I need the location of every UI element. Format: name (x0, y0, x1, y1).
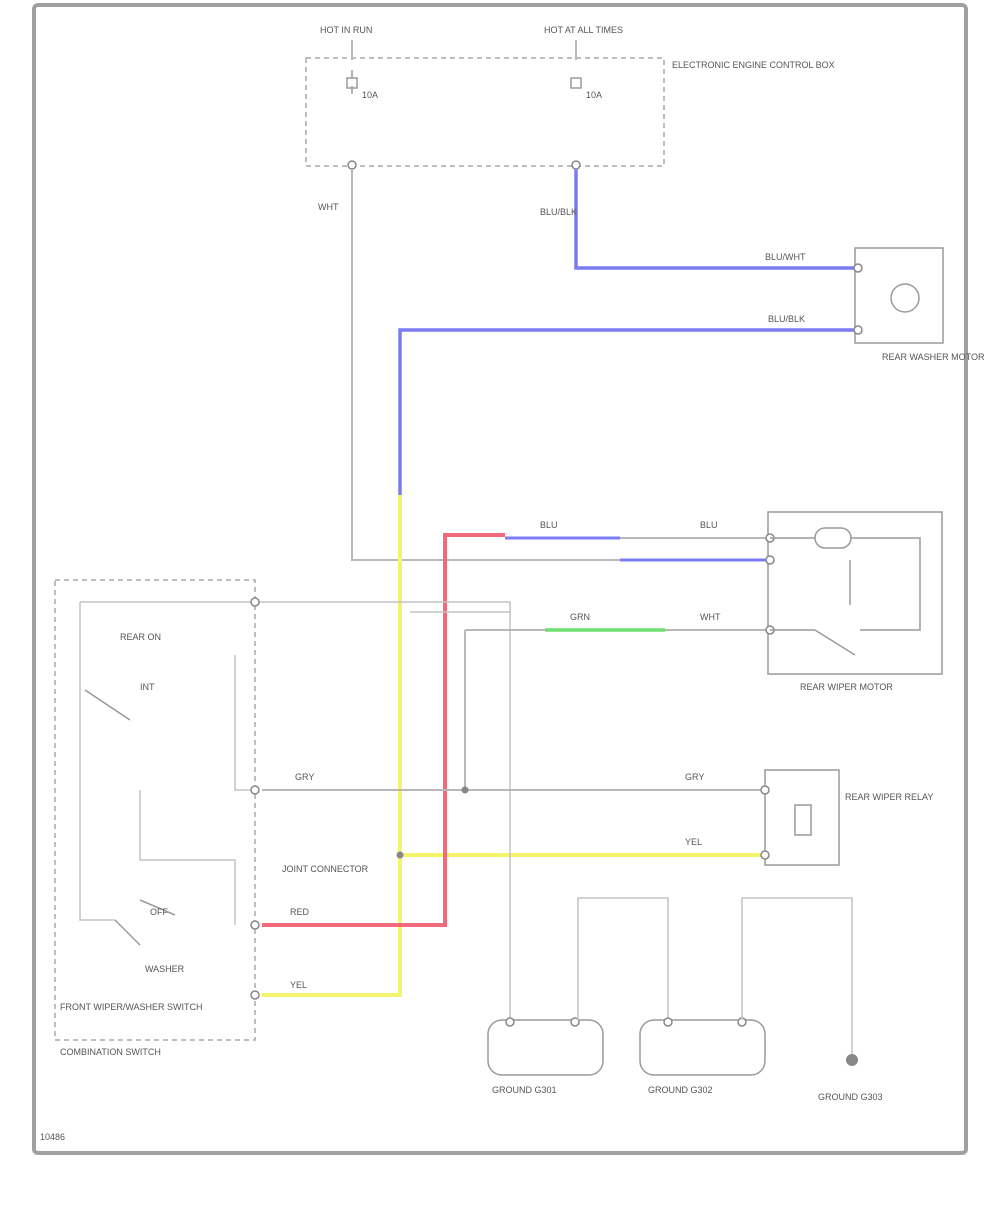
wiper-motor-label: REAR WIPER MOTOR (800, 682, 893, 692)
wire-yellow (262, 495, 402, 997)
rear-wiper-motor: REAR WIPER MOTOR (765, 511, 943, 692)
fuse-right-icon (570, 77, 582, 89)
wiper-switch-contact (814, 629, 856, 656)
switch-label: FRONT WIPER/WASHER SWITCH (60, 1002, 203, 1012)
motor-icon (890, 283, 920, 313)
ground-2-label: GROUND G302 (648, 1085, 713, 1095)
switch-washer: WASHER (145, 964, 185, 974)
switch-off: OFF (150, 907, 168, 917)
ground-1-label: GROUND G301 (492, 1085, 557, 1095)
junction-label: JOINT CONNECTOR (282, 864, 369, 874)
switch-contact-lower (114, 919, 141, 946)
wire-blue-mid (398, 328, 858, 495)
wiper-motor-icon (814, 527, 852, 549)
switch-rear-on: REAR ON (120, 632, 161, 642)
fuse-left-rating: 10A (362, 90, 378, 100)
diagram-id: 10486 (40, 1132, 65, 1142)
fuse-box-label: ELECTRONIC ENGINE CONTROL BOX (672, 60, 835, 70)
switch-sub-label: COMBINATION SWITCH (60, 1047, 161, 1057)
relay-label: REAR WIPER RELAY (845, 792, 933, 802)
relay-wire-top-label: GRY (685, 772, 704, 782)
relay-wire-bottom-label: YEL (685, 837, 702, 847)
ground-connector-1: GROUND G301 (487, 1000, 604, 1095)
ground-icon (846, 1054, 858, 1066)
rear-washer-motor: REAR WASHER MOTOR (853, 247, 985, 362)
fuse-left-icon (346, 77, 358, 89)
fuse-box: HOT IN RUN HOT AT ALL TIMES ELECTRONIC E… (305, 25, 835, 170)
wiper-green-label: GRN (570, 612, 590, 622)
fuse-right-source: HOT AT ALL TIMES (544, 25, 623, 35)
front-wiper-switch: REAR ON INT OFF WASHER FRONT WIPER/WASHE… (54, 579, 260, 1057)
switch-gry-label: GRY (295, 772, 314, 782)
switch-int: INT (140, 682, 155, 692)
diagram-frame (32, 3, 968, 1155)
relay-icon (794, 804, 812, 836)
washer-wire-top-label: BLU/WHT (765, 252, 806, 262)
ground-connector-3: GROUND G303 (741, 897, 883, 1102)
wire-label-blublk: BLU/BLK (540, 207, 577, 217)
switch-red-label: RED (290, 907, 310, 917)
wire-blue-top (574, 169, 858, 270)
switch-yel-label: YEL (290, 980, 307, 990)
wiper-wire-top-label: BLU (540, 520, 558, 530)
wire-label-wht: WHT (318, 202, 339, 212)
switch-contact-upper (84, 689, 131, 721)
washer-motor-label: REAR WASHER MOTOR (882, 352, 985, 362)
wiper-wire-right-label: BLU (700, 520, 718, 530)
fuse-left-source: HOT IN RUN (320, 25, 372, 35)
ground-3-label: GROUND G303 (818, 1092, 883, 1102)
ground-connector-2: GROUND G302 (577, 897, 766, 1095)
fuse-right-rating: 10A (586, 90, 602, 100)
wiper-gray-label: WHT (700, 612, 721, 622)
rear-wiper-relay: REAR WIPER RELAY (760, 769, 933, 866)
wire-red (262, 533, 505, 927)
washer-wire-bottom-label: BLU/BLK (768, 314, 805, 324)
